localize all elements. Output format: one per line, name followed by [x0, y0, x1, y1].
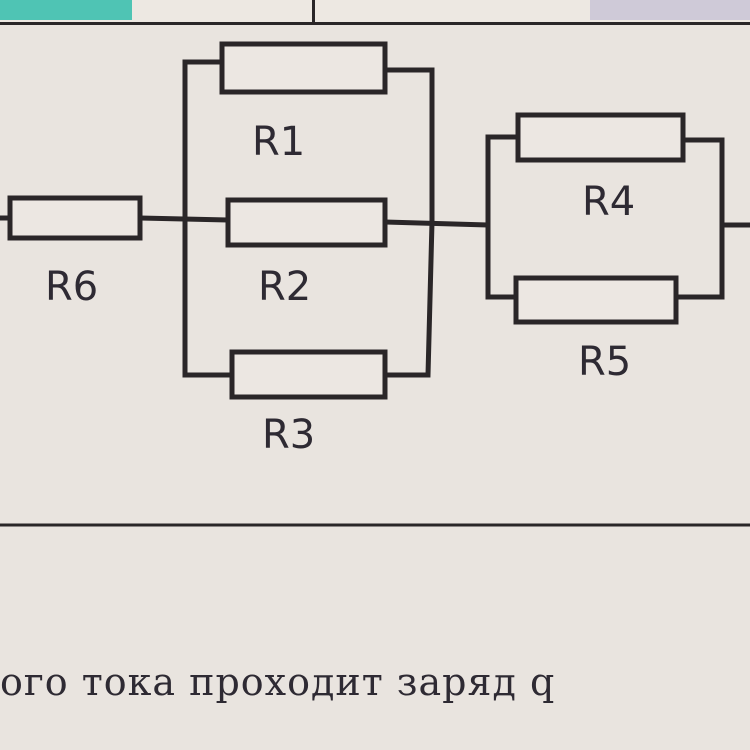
wires [0, 59, 750, 527]
cell-divider [312, 0, 315, 22]
resistor-r5 [513, 275, 679, 325]
label-r4: R4 [582, 179, 635, 225]
label-r5: R5 [578, 339, 631, 385]
label-r6: R6 [45, 264, 98, 310]
resistor-r6 [7, 195, 143, 241]
table-top-row [0, 0, 750, 25]
resistor-r1 [219, 41, 388, 95]
label-r1: R1 [252, 119, 305, 165]
shaded-cell [590, 0, 750, 20]
resistor-r4 [515, 112, 686, 163]
label-r2: R2 [258, 264, 311, 310]
resistor-r2 [225, 197, 388, 248]
problem-text: ого тока проходит заряд q [0, 660, 556, 704]
resistor-r3 [229, 349, 388, 400]
label-r3: R3 [262, 412, 315, 458]
highlighted-cell [0, 0, 132, 20]
